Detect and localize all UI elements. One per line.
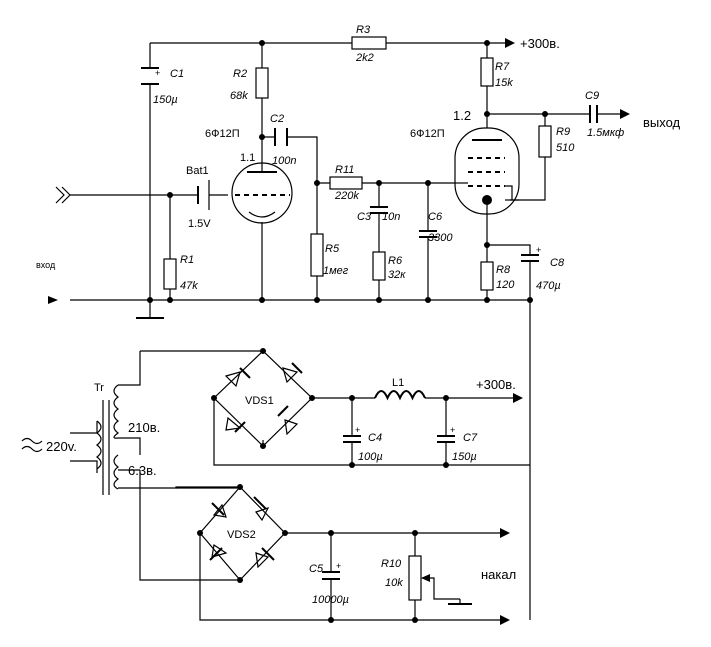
tube1 [231,160,293,224]
c7-capacitor [437,435,455,443]
r5-resistor [310,233,324,277]
c2-value: 100n [272,155,296,167]
c4-value: 100µ [358,451,383,463]
tube2 [454,127,520,215]
r3-value: 2k2 [355,52,374,64]
r5-label: R5 [325,243,340,255]
input-label: вход [36,260,56,270]
vds1-bridge [211,348,315,449]
power-supply-wiring [70,350,530,621]
c4-capacitor [343,435,361,443]
svg-text:+: + [336,561,341,571]
vds1-label: VDS1 [245,395,274,407]
tube2-type: 6Ф12П [410,128,445,140]
c3-value: 10n [382,211,400,223]
tube1-id: 1.1 [240,152,255,164]
svg-text:+: + [536,245,541,255]
heater-label: накал [481,567,516,582]
r7-resistor [480,57,494,87]
c7-label: C7 [463,432,478,444]
c6-value: 3300 [428,232,453,244]
l1-inductor [374,390,426,401]
c2-capacitor [274,128,288,146]
c6-capacitor [419,230,437,238]
r8-resistor [480,261,494,291]
transformer-label: Tr [94,382,104,394]
r11-label: R11 [335,164,354,176]
r2-label: R2 [233,68,247,80]
top-rail-voltage: +300в. [520,36,560,51]
r1-label: R1 [180,254,194,266]
c1-capacitor [141,67,159,85]
r2-resistor [255,67,269,99]
c1-value: 150µ [153,94,178,106]
transformer [96,384,119,495]
c4-label: C4 [368,432,382,444]
c9-capacitor [589,105,598,123]
c3-label: C3 [357,211,372,223]
r3-resistor [351,36,387,50]
r10-potentiometer [408,555,422,601]
tube1-type: 6Ф12П [205,128,240,140]
r11-resistor [329,176,363,190]
c3-capacitor [370,206,388,214]
c7-value: 150µ [452,451,477,463]
r10-value: 10k [385,577,403,589]
r9-value: 510 [556,142,575,154]
c5-capacitor [322,571,340,580]
r7-value: 15k [495,77,513,89]
c8-capacitor [521,254,539,262]
bat1-label: Bat1 [186,165,209,177]
c5-value: 10000µ [312,594,349,606]
r7-label: R7 [495,61,510,73]
vds2-bridge [197,484,288,583]
output-label: выход [643,115,681,130]
secondary-210-label: 210в. [128,420,160,435]
r8-value: 120 [496,279,515,291]
c1-label: C1 [170,68,184,80]
r11-value: 220k [334,190,359,202]
r10-label: R10 [381,558,402,570]
r2-value: 68k [230,90,248,102]
r3-label: R3 [356,24,371,36]
r9-label: R9 [556,126,570,138]
svg-text:+: + [155,68,160,78]
r5-value: 1мег [323,265,349,277]
r6-label: R6 [388,255,403,267]
bat1-value: 1.5V [188,218,211,230]
c9-value: 1.5мкф [587,127,624,139]
r1-value: 47k [180,280,198,292]
mains-symbol [21,437,43,453]
r9-resistor [538,125,552,158]
svg-text:+: + [355,425,360,435]
tube2-id: 1.2 [453,108,471,123]
r1-resistor [163,258,177,290]
c8-label: C8 [550,257,565,269]
svg-text:+: + [450,425,455,435]
mains-label: 220v. [46,439,77,454]
ps-voltage: +300в. [476,377,516,392]
c9-label: C9 [585,90,599,102]
bat1-battery [197,180,210,210]
c6-label: C6 [428,211,443,223]
vds2-label: VDS2 [227,529,256,541]
c2-label: C2 [270,113,284,125]
l1-label: L1 [392,377,404,389]
c8-value: 470µ [536,280,561,292]
secondary-63-label: 6.3в. [128,463,157,478]
junctions [147,40,548,303]
c5-label: C5 [309,563,324,575]
r6-resistor [372,251,386,281]
r6-value: 32к [388,269,406,281]
r8-label: R8 [496,264,511,276]
